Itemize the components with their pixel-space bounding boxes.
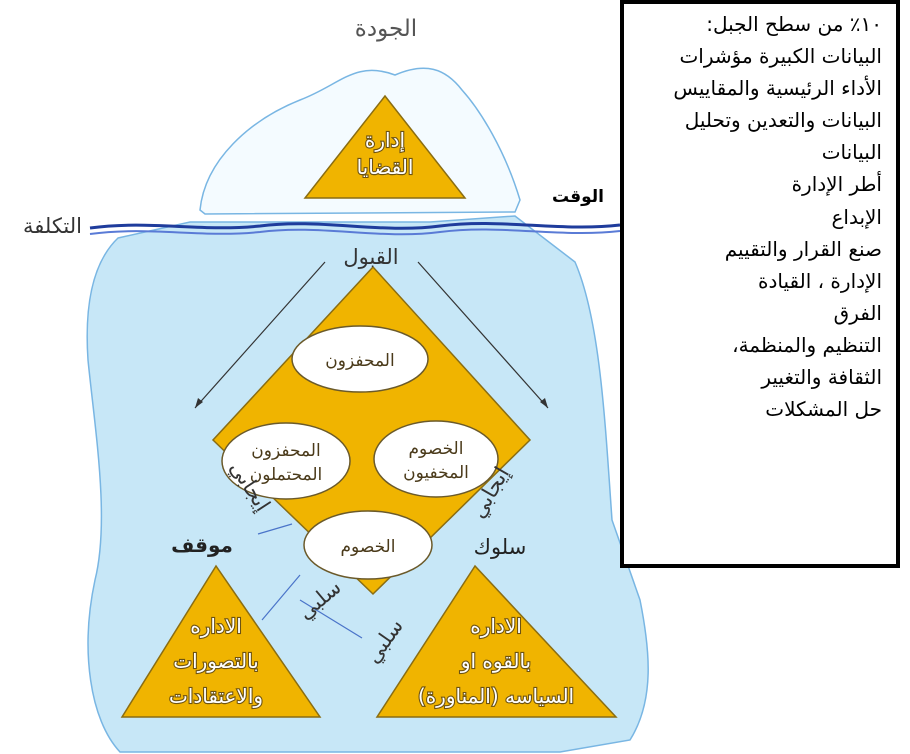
right-triangle-line2: بالقوه او — [460, 649, 531, 673]
info-line: الإدارة ، القيادة — [757, 268, 882, 293]
central-diamond — [211, 265, 532, 596]
arrow-left-side — [194, 261, 326, 409]
water-line — [89, 221, 621, 236]
left-triangle-line1: الاداره — [190, 614, 242, 638]
oval-hidden-line2: المخفيون — [403, 463, 469, 483]
info-line: التنظيم والمنظمة، — [732, 332, 882, 357]
right-bottom-triangle — [375, 564, 618, 718]
arrow-negative-1 — [261, 574, 301, 621]
behavior-label: سلوك — [474, 535, 527, 559]
left-triangle-line3: والاعتقادات — [169, 684, 263, 708]
acceptance-label: القبول — [343, 245, 398, 269]
info-line: البيانات — [821, 140, 882, 165]
arrow-negative-2 — [299, 599, 363, 639]
right-triangle-line3: السياسه (المناورة) — [418, 684, 574, 708]
oval-hidden-opponents — [373, 420, 499, 498]
side-arrows — [194, 261, 549, 639]
info-line: صنع القرار والتقييم — [724, 236, 882, 261]
oval-potential-line1: المحفزون — [251, 441, 320, 461]
info-line: الأداء الرئيسية والمقاييس — [673, 76, 882, 101]
arrow-right-side — [417, 261, 549, 409]
info-line: أطر الإدارة — [791, 172, 882, 197]
top-triangle-line1: إدارة — [365, 128, 405, 153]
arrowhead-left — [195, 398, 203, 408]
oval-potential-line2: المحتملون — [250, 465, 323, 485]
info-line: البيانات والتعدين وتحليل — [684, 108, 882, 133]
info-line: حل المشكلات — [765, 397, 882, 422]
oval-opponents-label: الخصوم — [341, 537, 396, 557]
oval-opponents — [303, 510, 433, 580]
info-line: الفرق — [833, 300, 882, 325]
info-box: ١٠٪ من سطح الجبل: البيانات الكبيرة مؤشرا… — [620, 0, 900, 568]
info-line: الإبداع — [831, 204, 882, 229]
info-line: البيانات الكبيرة مؤشرات — [679, 44, 882, 69]
oval-hidden-line1: الخصوم — [409, 439, 464, 459]
oval-potential-motivators — [221, 422, 351, 500]
arrow-attitude — [257, 523, 293, 535]
oval-motivators-label: المحفزون — [325, 351, 394, 371]
top-triangle-line2: القضايا — [357, 155, 414, 179]
info-line: ١٠٪ من سطح الجبل: — [706, 12, 882, 36]
right-triangle-line1: الاداره — [470, 614, 522, 638]
left-triangle-line2: بالتصورات — [173, 649, 259, 673]
top-triangle — [303, 94, 467, 199]
oval-motivators — [291, 325, 429, 393]
attitude-label: موقف — [171, 533, 233, 557]
time-label: الوقت — [552, 187, 604, 207]
cost-label: التكلفة — [23, 214, 82, 238]
info-line: الثقافة والتغيير — [761, 365, 882, 390]
quality-label: الجودة — [355, 16, 417, 42]
left-bottom-triangle — [120, 564, 322, 718]
arrowhead-right — [540, 398, 548, 408]
arrow-heads — [195, 398, 548, 408]
